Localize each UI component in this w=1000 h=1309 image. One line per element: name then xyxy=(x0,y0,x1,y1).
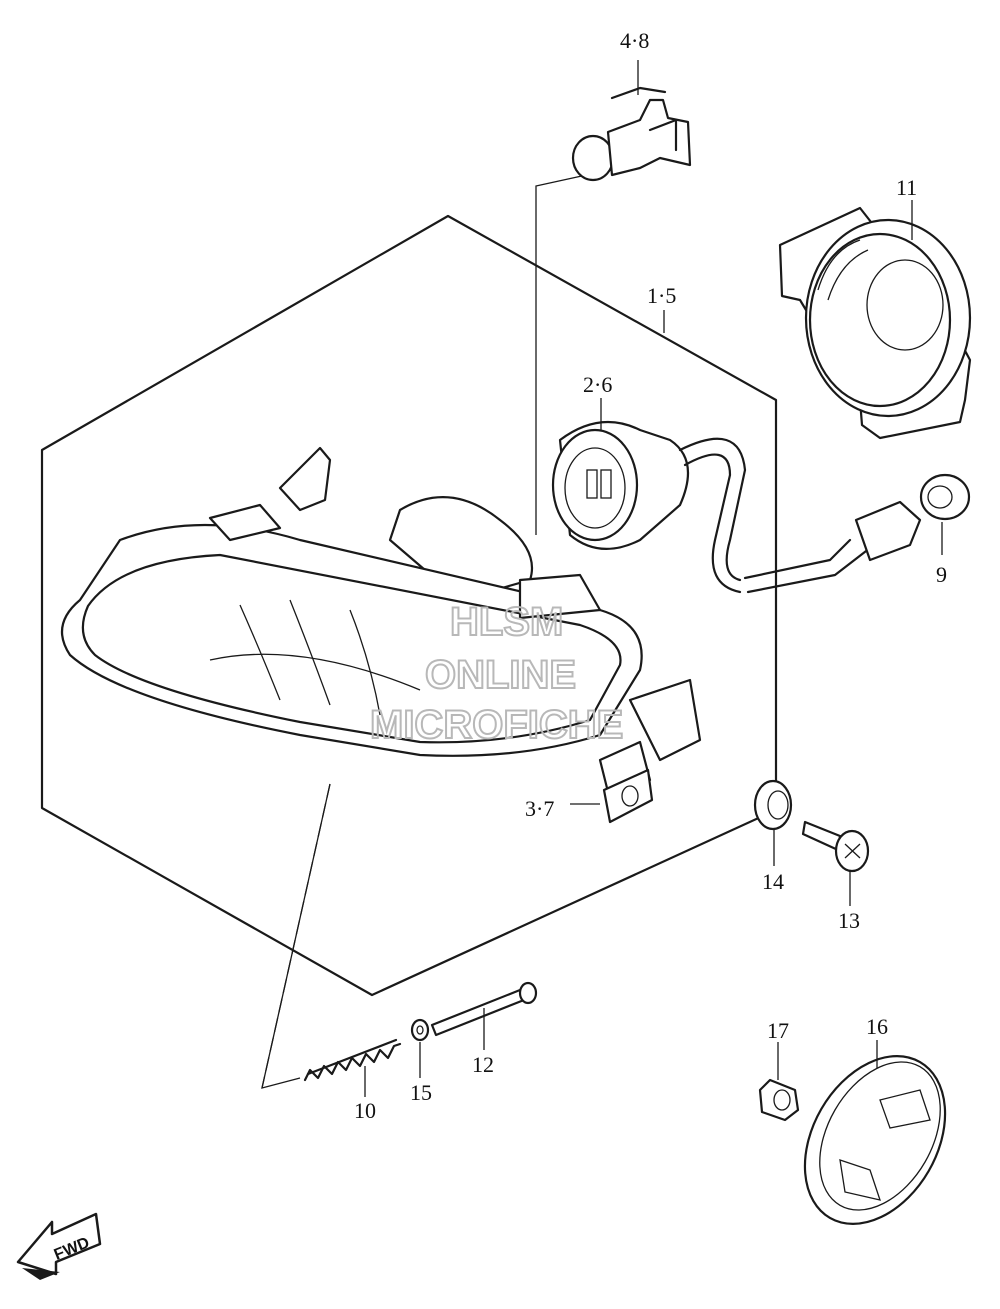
spring-part xyxy=(303,1038,402,1097)
callout-12: 12 xyxy=(472,1052,494,1077)
callout-16: 16 xyxy=(866,1014,888,1039)
forward-arrow-icon: FWD xyxy=(16,1212,102,1280)
watermark-line-1: HLSM xyxy=(450,600,563,644)
leader-spring-2 xyxy=(261,783,331,1089)
nut-part xyxy=(758,1042,800,1122)
clip-part xyxy=(602,768,654,824)
callout-17: 17 xyxy=(767,1018,789,1043)
callout-9: 9 xyxy=(936,562,947,587)
callout-3-7: 3·7 xyxy=(525,796,554,821)
bulb-part xyxy=(571,60,692,182)
callout-10: 10 xyxy=(354,1098,376,1123)
washer-part xyxy=(410,1018,430,1078)
callout-13: 13 xyxy=(838,908,860,933)
screw-13-part xyxy=(801,820,870,906)
adjust-screw-part xyxy=(430,981,538,1050)
mounting-ring-part xyxy=(778,200,972,440)
watermark-line-2: ONLINE xyxy=(425,653,576,697)
leader-bulb xyxy=(535,171,601,535)
callout-4-8: 4·8 xyxy=(620,28,649,53)
headlamp-housing-part xyxy=(60,446,702,805)
grommet-9-part xyxy=(919,473,971,555)
socket-harness-part xyxy=(551,398,922,594)
callout-15: 15 xyxy=(410,1080,432,1105)
assembly-boundary xyxy=(40,214,778,997)
watermark-line-3: MICROFICHE xyxy=(370,703,623,747)
grommet-14-part xyxy=(753,779,793,866)
reflector-part xyxy=(803,1040,947,1225)
callout-1-5: 1·5 xyxy=(647,283,676,308)
callout-11: 11 xyxy=(896,175,917,200)
callout-2-6: 2·6 xyxy=(583,372,612,397)
callout-14: 14 xyxy=(762,869,784,894)
